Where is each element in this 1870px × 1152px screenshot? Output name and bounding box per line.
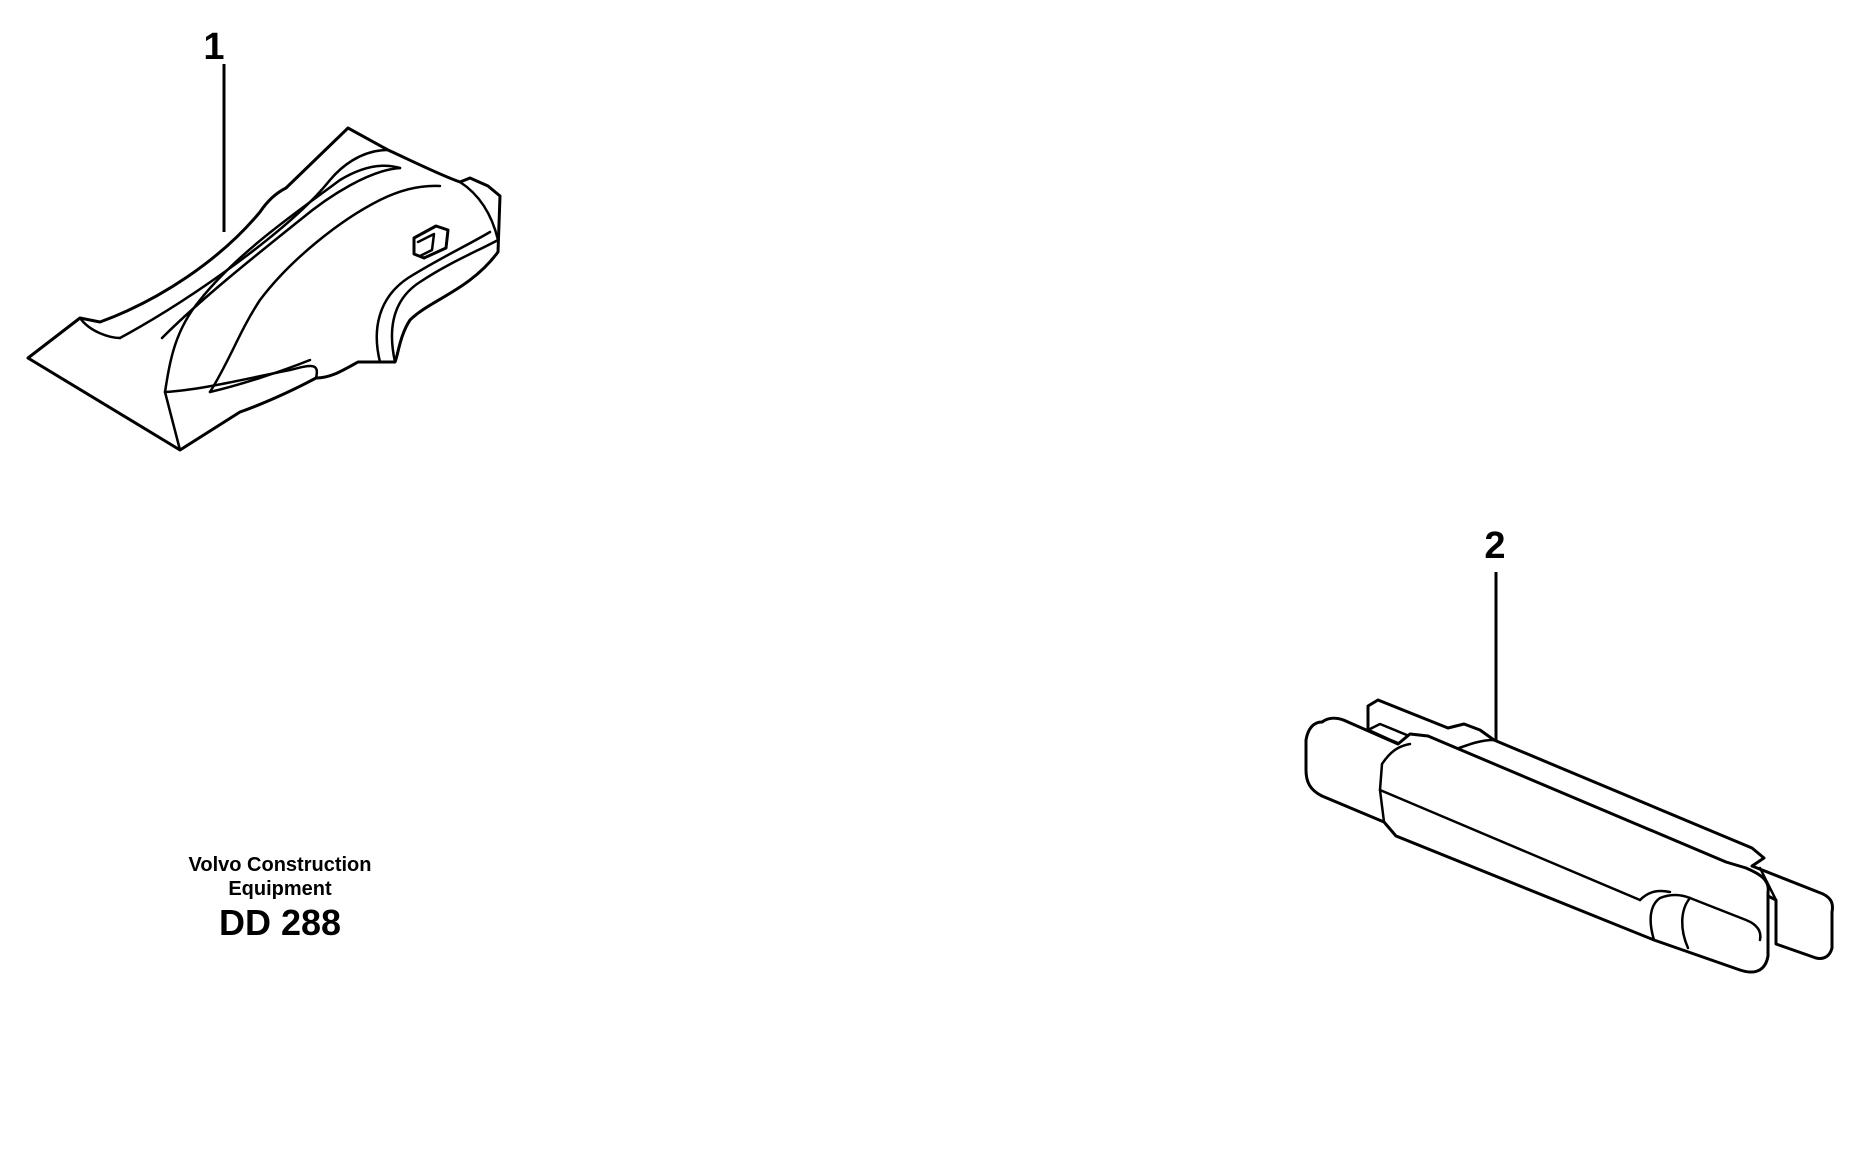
bucket-tooth-icon bbox=[26, 126, 502, 452]
drawing-caption: Volvo Construction Equipment DD 288 bbox=[150, 853, 410, 945]
retainer-pin-icon bbox=[1304, 698, 1834, 974]
drawing-code: DD 288 bbox=[218, 902, 342, 943]
company-name-line2: Equipment bbox=[228, 878, 332, 900]
company-name-line1: Volvo Construction bbox=[188, 854, 372, 876]
callout-2-label: 2 bbox=[1484, 525, 1505, 567]
callout-1-label: 1 bbox=[203, 26, 224, 68]
